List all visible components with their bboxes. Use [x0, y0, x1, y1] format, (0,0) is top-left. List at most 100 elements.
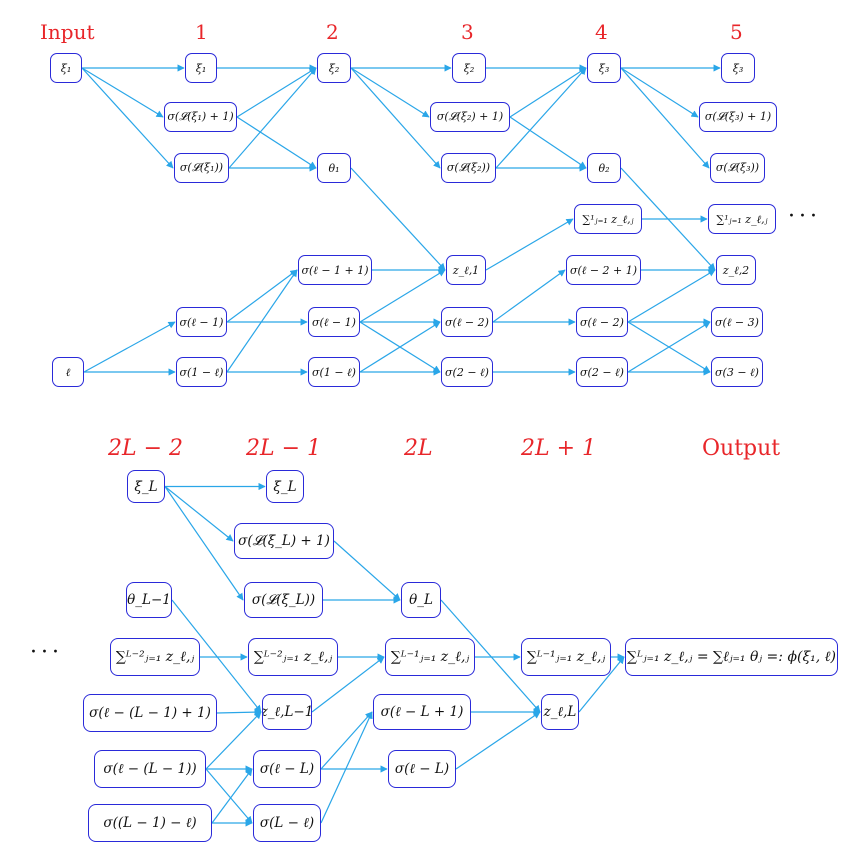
node-sigma-ell-minus-2: σ(ℓ − 2) [441, 307, 493, 337]
layer-label-2L: 2L [404, 436, 433, 461]
edge-zLm1-to-sumLm1_a [311, 656, 385, 713]
node-sigma-L-xi3-plus-1: σ(𝓛(ξ₃) + 1) [699, 102, 777, 132]
node-theta-L-minus-1: θ_L−1 [126, 582, 172, 618]
node-sigma-2-minus-ell: σ(2 − ℓ) [441, 357, 493, 387]
node-partial-sum-L-minus-2-copy: ∑ᴸ⁻²ⱼ₌₁ z_ℓ,ⱼ [248, 638, 338, 676]
edge-b_a2-to-b_b3 [205, 768, 253, 824]
edge-xi2_2-to-sL2p1 [350, 67, 430, 118]
node-sigma-L-xiL-plus-1: σ(𝓛(ξ_L) + 1) [234, 523, 334, 559]
edge-sL1p1-to-th1 [236, 116, 317, 169]
layer-label-1: 1 [195, 20, 208, 44]
edge-sL1p1-to-xi2_2 [236, 67, 317, 118]
edge-sL2-to-xi3_4 [495, 67, 587, 169]
edge-xi3_4-to-sL3p1 [620, 67, 699, 118]
node-sigma-ell-minus-3: σ(ℓ − 3) [711, 307, 763, 337]
edge-b_a1-to-zLm1 [216, 708, 262, 716]
layer-label-2L-minus-1: 2L − 1 [246, 436, 322, 461]
edge-xiL_a-to-sLLp1 [164, 486, 234, 542]
node-partial-sum-1-layer4: ∑¹ⱼ₌₁ z_ℓ,ⱼ [574, 204, 642, 234]
node-theta2: θ₂ [587, 153, 621, 183]
edge-thL-to-zL [440, 599, 541, 713]
node-sigma-1-minus-ell: σ(1 − ℓ) [176, 357, 227, 387]
layer-label-output: Output [702, 436, 781, 461]
node-sigma-ell-minus-1-copy: σ(ℓ − 1) [308, 307, 360, 337]
edge-b_a3-to-b_b2 [211, 768, 253, 824]
layer-label-2L-minus-2: 2L − 2 [108, 436, 184, 461]
node-sigma-L-xi2: σ(𝓛(ξ₂)) [441, 153, 496, 183]
node-sigma-ell-minus-L-minus-1-plus-1: σ(ℓ − (L − 1) + 1) [83, 694, 217, 732]
node-sigma-ell-minus-2-copy: σ(ℓ − 2) [576, 307, 628, 337]
edge-s_lm1_1-to-s_lm1p1 [226, 269, 298, 323]
node-sigma-ell-minus-L-copy: σ(ℓ − L) [388, 750, 456, 788]
node-xi3: ξ₃ [587, 53, 621, 83]
edge-s_2ml_4-to-s_lm3 [627, 321, 711, 373]
node-sigma-ell-minus-L-plus-1: σ(ℓ − L + 1) [373, 694, 471, 730]
edge-xiL_a-to-sLL [164, 486, 244, 601]
node-sigma-1-minus-ell-copy: σ(1 − ℓ) [308, 357, 360, 387]
edge-xi1_in-to-sL1p1 [81, 67, 164, 118]
edge-s_lm2_4-to-z2 [627, 269, 716, 323]
layer-label-2L-plus-1: 2L + 1 [521, 436, 597, 461]
node-z-ell-L-minus-1: z_ℓ,L−1 [262, 694, 312, 730]
node-sigma-ell-minus-L: σ(ℓ − L) [253, 750, 321, 788]
node-xi1: ξ₁ [185, 53, 217, 83]
layer-label-5: 5 [730, 20, 743, 44]
edge-s_1ml_1-to-s_lm1p1 [226, 269, 298, 373]
node-theta1: θ₁ [317, 153, 351, 183]
edge-b_b3-to-b_c1 [320, 711, 373, 824]
node-sigma-ell-minus-1-plus-1: σ(ℓ − 1 + 1) [298, 255, 372, 285]
node-partial-sum-1-layer5: ∑¹ⱼ₌₁ z_ℓ,ⱼ [708, 204, 776, 234]
edge-xi2_2-to-sL2 [350, 67, 441, 169]
edge-zL-to-out [578, 656, 625, 713]
layer-label-4: 4 [595, 20, 608, 44]
edge-sL1-to-xi2_2 [228, 67, 317, 169]
node-xi-L: ξ_L [127, 470, 165, 503]
layer-label-3: 3 [461, 20, 474, 44]
edge-b_c2-to-zL [455, 711, 541, 770]
edge-sLLp1-to-thL [333, 540, 401, 601]
node-sigma-L-xi1-plus-1: σ(𝓛(ξ₁) + 1) [164, 102, 237, 132]
node-sigma-L-xiL: σ(𝓛(ξ_L)) [244, 582, 323, 618]
node-z-ell-1: z_ℓ,1 [446, 255, 486, 285]
edge-th1-to-z1 [350, 167, 446, 271]
node-sigma-ell-minus-2-plus-1: σ(ℓ − 2 + 1) [566, 255, 641, 285]
node-partial-sum-L-minus-2: ∑ᴸ⁻²ⱼ₌₁ z_ℓ,ⱼ [110, 638, 200, 676]
node-theta-L: θ_L [401, 582, 441, 618]
node-sigma-L-minus-ell: σ(L − ℓ) [253, 804, 321, 842]
node-xi2-copy: ξ₂ [452, 53, 486, 83]
edge-sL2p1-to-th2 [509, 116, 587, 169]
node-xi-L-copy: ξ_L [266, 470, 304, 503]
node-ell-input: ℓ [52, 357, 84, 387]
node-partial-sum-L-minus-1-copy: ∑ᴸ⁻¹ⱼ₌₁ z_ℓ,ⱼ [521, 638, 611, 676]
layer-label-input: Input [40, 20, 95, 44]
node-output: ∑ᴸⱼ₌₁ z_ℓ,ⱼ = ∑ℓⱼ₌₁ θⱼ =: ϕ(ξ₁, ℓ) [625, 638, 838, 676]
node-z-ell-2: z_ℓ,2 [716, 255, 756, 285]
edge-b_b2-to-b_c1 [320, 711, 373, 770]
node-sigma-L-xi2-plus-1: σ(𝓛(ξ₂) + 1) [430, 102, 510, 132]
node-sigma-ell-minus-L-minus-1: σ(ℓ − (L − 1)) [94, 750, 206, 788]
edge-z1-to-sum4 [485, 218, 574, 271]
edge-xi1_in-to-sL1 [81, 67, 174, 169]
node-xi2: ξ₂ [317, 53, 351, 83]
continuation-dots-bottom: ··· [30, 640, 63, 665]
edge-s_lm1_2-to-z1 [359, 269, 446, 323]
node-xi1-input: ξ₁ [50, 53, 82, 83]
node-sigma-L-xi3: σ(𝓛(ξ₃)) [710, 153, 765, 183]
edge-ell-to-s_lm1_1 [83, 321, 176, 373]
edge-thLm1-to-zLm1 [171, 599, 262, 713]
node-partial-sum-L-minus-1: ∑ᴸ⁻¹ⱼ₌₁ z_ℓ,ⱼ [385, 638, 475, 676]
edge-b_a2-to-zLm1 [205, 711, 262, 770]
node-sigma-L-minus-1-minus-ell: σ((L − 1) − ℓ) [88, 804, 212, 842]
node-sigma-L-xi1: σ(𝓛(ξ₁)) [174, 153, 229, 183]
node-sigma-ell-minus-1: σ(ℓ − 1) [176, 307, 227, 337]
edge-s_1ml_2-to-s_lm2_3 [359, 321, 441, 373]
node-sigma-2-minus-ell-copy: σ(2 − ℓ) [576, 357, 628, 387]
continuation-dots-top: ··· [788, 204, 821, 229]
edge-xi3_4-to-sL3 [620, 67, 710, 169]
node-sigma-3-minus-ell: σ(3 − ℓ) [711, 357, 763, 387]
edge-s_lm2_3-to-s_lm2p1 [492, 269, 566, 323]
edge-sL2p1-to-xi3_4 [509, 67, 587, 118]
node-z-ell-L: z_ℓ,L [541, 694, 579, 730]
